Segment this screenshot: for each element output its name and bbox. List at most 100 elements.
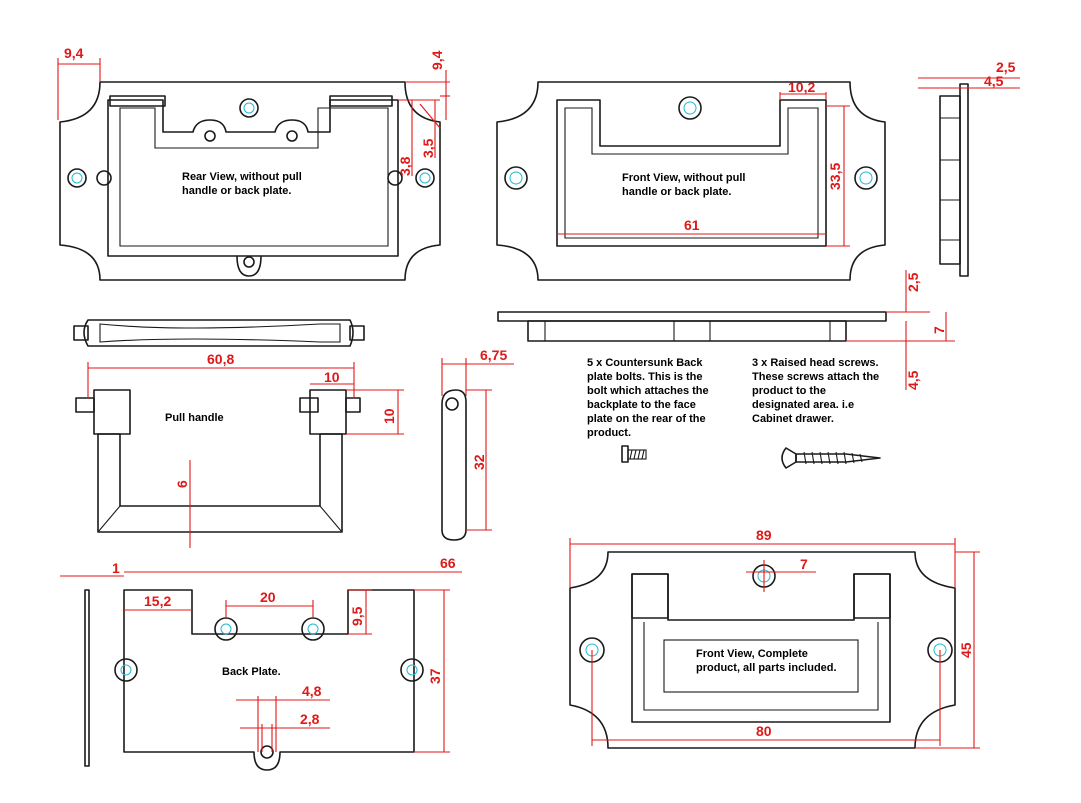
dim-back-4-8-text: 4,8: [302, 683, 322, 699]
front-complete-label-line-2: product, all parts included.: [696, 662, 837, 674]
raised-head-note-line-2: These screws attach the: [752, 371, 879, 383]
countersunk-bolt-icon: [621, 445, 647, 463]
dim-back-20-text: 20: [260, 589, 276, 605]
side-view-body: [939, 95, 961, 265]
pull-handle-top-grip: [99, 323, 341, 343]
dim-side-4-5-top-text: 4,5: [984, 73, 1004, 89]
rear-view-bottom-boss: [236, 255, 262, 277]
back-plate-hole-left: [114, 658, 138, 682]
rear-view-bottom-hole: [243, 256, 255, 268]
pull-handle-right-stub: [345, 397, 361, 413]
dim-handle-60-8-text: 60,8: [207, 351, 234, 367]
pull-handle-side-view: 6,75 32: [441, 347, 514, 541]
rear-view-left-hole: [67, 168, 87, 188]
side-h-body: [527, 320, 847, 342]
dim-side-2-5-top-text: 2,5: [996, 59, 1016, 75]
pull-handle-top-view: [73, 319, 365, 347]
back-plate-bolt-left: [214, 617, 238, 641]
back-plate-label: Back Plate.: [222, 666, 281, 678]
front-complete-handle-inner: [663, 639, 859, 693]
back-plate-bolt-right-center: [307, 623, 319, 635]
rear-view-bolt-left: [204, 130, 216, 142]
pull-handle-top-outline: [83, 319, 354, 347]
side-view-horizontal: 2,5 7 4,5: [497, 270, 955, 390]
rear-view-inner-recess: [119, 107, 389, 247]
back-plate-hole-right-center: [406, 664, 418, 676]
front-view-top-hole: [678, 96, 702, 120]
front-view-label-line-2: handle or back plate.: [622, 186, 731, 198]
pull-handle-front-view: Pull handle 60,8 10 10 6: [75, 351, 404, 548]
back-plate-outline: [123, 589, 415, 771]
dim-complete-89-text: 89: [756, 527, 772, 543]
rear-view-inner-frame: [107, 99, 399, 257]
dim-back-9-5-text: 9,5: [349, 606, 365, 626]
back-plate-hole-right: [400, 658, 424, 682]
back-plate-view: Back Plate. 1 66 15,2 20 9,5 37 4,8 2,8: [60, 555, 462, 771]
front-view-right-hole-center: [859, 171, 873, 185]
front-complete-knuckle-right: [853, 573, 891, 619]
front-view-label-line-1: Front View, without pull: [622, 172, 745, 184]
dim-handle-6-text: 6: [174, 480, 190, 488]
dim-handle-10h-text: 10: [381, 408, 397, 424]
back-plate-bolt-right: [301, 617, 325, 641]
dim-side-4-5-text: 4,5: [905, 370, 921, 390]
rear-view-label-line-2: handle or back plate.: [182, 185, 291, 197]
dim-side-7-text: 7: [931, 326, 947, 334]
rear-view-top-hole-center: [243, 102, 255, 114]
countersunk-note-line-3: bolt which attaches the: [587, 385, 709, 397]
pull-handle-side-outline: [441, 389, 467, 541]
rear-view-bolt-right: [286, 130, 298, 142]
pull-handle-loop-corners: [97, 505, 343, 533]
pull-handle-label: Pull handle: [165, 412, 224, 424]
rear-view-hinge-right: [329, 95, 393, 107]
dim-complete-7-text: 7: [800, 556, 808, 572]
back-plate-hole-left-center: [120, 664, 132, 676]
dim-rear-3-5-text: 3,5: [420, 138, 436, 158]
dim-back-37-text: 37: [427, 668, 443, 684]
back-plate-bottom-hole: [260, 745, 274, 759]
rear-view-top-hole: [239, 98, 259, 118]
countersunk-note: 5 x Countersunk Back plate bolts. This i…: [587, 357, 709, 463]
front-view-plate-outline: [496, 81, 886, 281]
front-view-left-hole-center: [509, 171, 523, 185]
front-complete-view: Front View, Complete product, all parts …: [569, 527, 980, 749]
dim-back-2-8-text: 2,8: [300, 711, 320, 727]
side-view-plate: [959, 83, 969, 277]
countersunk-note-line-1: 5 x Countersunk Back: [587, 357, 703, 369]
dim-complete-45-text: 45: [958, 642, 974, 658]
front-complete-label-line-1: Front View, Complete: [696, 648, 808, 660]
side-view-vertical: 2,5 4,5: [918, 59, 1020, 277]
dim-rear-3-5-leader: [419, 103, 441, 129]
front-view-left-hole: [504, 166, 528, 190]
front-view-top-hole-center: [683, 101, 697, 115]
dim-back-66-text: 66: [440, 555, 456, 571]
front-view-right-hole: [854, 166, 878, 190]
countersunk-note-line-6: product.: [587, 427, 631, 439]
raised-head-screw-icon: [781, 447, 881, 469]
rear-view-right-hole-center: [419, 172, 431, 184]
dim-front-10-2-text: 10,2: [788, 79, 815, 95]
front-complete-knuckle-left: [631, 573, 669, 619]
rear-view-left-boss: [96, 170, 112, 186]
dim-front-61-text: 61: [684, 217, 700, 233]
rear-view-hinge-left: [109, 95, 166, 107]
raised-head-note-line-5: Cabinet drawer.: [752, 413, 834, 425]
dim-rear-left-text: 9,4: [64, 45, 84, 61]
raised-head-note-line-1: 3 x Raised head screws.: [752, 357, 879, 369]
pull-handle-right-stub-inner: [299, 397, 319, 413]
rear-view-left-hole-center: [71, 172, 83, 184]
raised-head-note: 3 x Raised head screws. These screws att…: [752, 357, 881, 469]
dim-rear-top-text: 9,4: [429, 50, 445, 70]
pull-handle-top-right-pin: [349, 325, 365, 341]
front-complete-handle-mid: [643, 622, 879, 711]
dim-back-15-2-text: 15,2: [144, 593, 171, 609]
pull-handle-side-pivot: [445, 397, 459, 411]
pull-handle-loop: [97, 433, 343, 533]
countersunk-note-line-4: backplate to the face: [587, 399, 696, 411]
dim-complete-80-text: 80: [756, 723, 772, 739]
rear-view: Rear View, without pull handle or back p…: [57, 45, 450, 281]
countersunk-note-line-2: plate bolts. This is the: [587, 371, 703, 383]
front-view-recess-inner: [564, 107, 819, 239]
dim-handle-side-6-75-text: 6,75: [480, 347, 507, 363]
